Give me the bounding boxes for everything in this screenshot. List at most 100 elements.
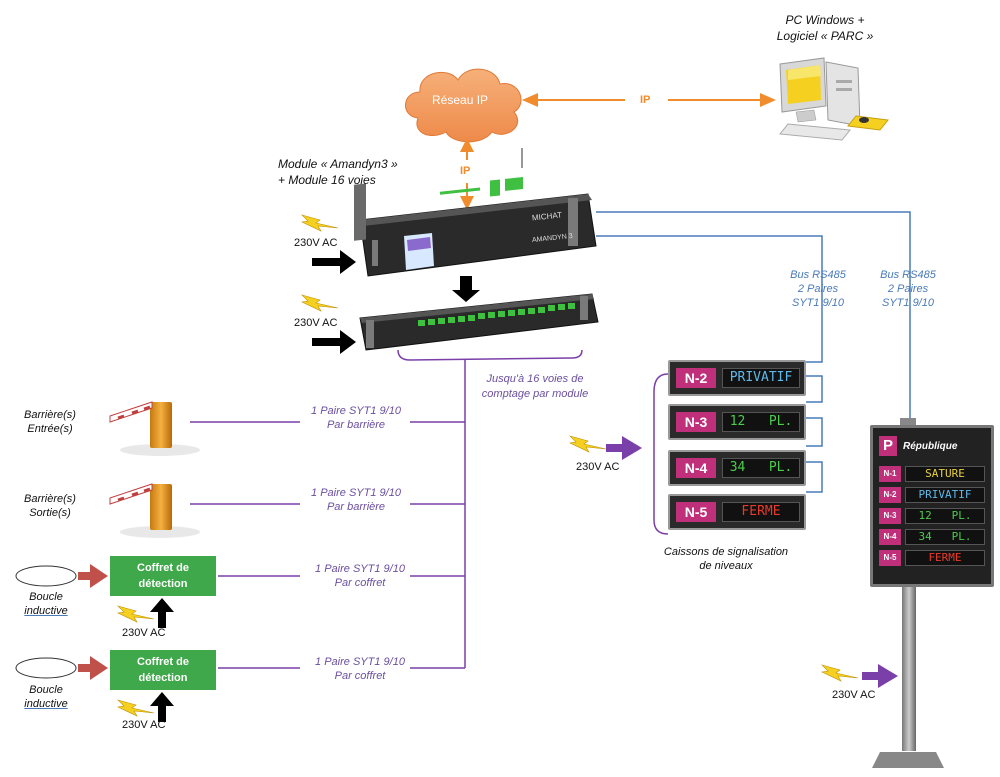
bus-left-line1: Bus RS485 [790,269,846,281]
barrier-exit-cable-line2: Par barrière [326,501,386,513]
totem-row-tag: N-5 [879,550,901,566]
level-sign-display: FERME [722,502,800,522]
totem-row-display: SATURE [905,466,985,482]
totem-base [872,752,944,768]
level-sign: N-4 34 PL. [668,450,806,486]
pc-caption-line1: PC Windows + [785,13,865,27]
totem-row-display: FERME [905,550,985,566]
detection-cable-1-line2: Par coffret [334,577,386,589]
red-arrows [78,564,108,680]
bus-left-line3: SYT1 9/10 [792,297,844,309]
ip-label-horizontal: IP [640,94,651,106]
cloud-icon [405,68,522,143]
levels-caption: Caissons de signalisation de niveaux [646,545,806,573]
power-label-levels: 230V AC [576,461,620,473]
totem-row-display: PRIVATIF [905,487,985,503]
barrier-entry-line1: Barrière(s) [24,409,76,421]
loop-caption-1-line2: inductive [24,605,68,617]
pc-caption: PC Windows + Logiciel « PARC » [760,12,890,44]
loop-icon-1 [15,565,77,587]
barrier-exit-icon [109,483,200,538]
loop-icon-2 [15,657,77,679]
detection-box-1: Coffret de détection [110,556,216,596]
bus-right-caption: Bus RS485 2 Paires SYT1 9/10 [868,268,948,310]
module-caption: Module « Amandyn3 » + Module 16 voies [278,156,398,188]
totem-row-tag: N-2 [879,487,901,503]
power-label-rack1: 230V AC [294,237,338,249]
totem-row-tag: N-3 [879,508,901,524]
totem-top-post [900,418,916,428]
level-sign-tag: N-3 [676,412,716,432]
levels-caption-line1: Caissons de signalisation [663,546,789,558]
module-caption-line1: Module « Amandyn3 » [278,157,398,171]
barrier-entry-cable: 1 Paire SYT1 9/10 Par barrière [296,404,416,432]
loop-caption-1-line1: Boucle [29,591,63,603]
sixteen-channel-rack [359,293,599,351]
barrier-entry-icon [109,401,200,456]
level-sign: N-5 FERME [668,494,806,530]
detection-cable-2: 1 Paire SYT1 9/10 Par coffret [300,655,420,683]
black-arrows [150,250,480,722]
totem-pole [902,586,916,751]
loop-caption-2-line1: Boucle [29,684,63,696]
pc-caption-line2: Logiciel « PARC » [776,29,874,43]
level-sign: N-2 PRIVATIF [668,360,806,396]
barrier-entry-cable-line2: Par barrière [326,419,386,431]
barrier-exit-line1: Barrière(s) [24,493,76,505]
totem-parking-icon: P [879,436,897,456]
ip-label-vertical: IP [460,165,471,177]
levels-bracket [653,373,669,535]
level-sign-tag: N-5 [676,502,716,522]
level-sign-display: 34 PL. [722,458,800,478]
channels-line2: comptage par module [481,388,589,400]
power-label-box1: 230V AC [122,627,166,639]
totem-row-tag: N-1 [879,466,901,482]
level-sign-display: 12 PL. [722,412,800,432]
channels-line1: Jusqu'à 16 voies de [486,373,584,385]
totem-row-display: 34 PL. [905,529,985,545]
blue-bus-lines [596,211,911,493]
pc-computer-icon [779,57,889,141]
amandyn-rack [354,177,597,277]
bus-right-line2: 2 Paires [887,283,929,295]
level-sign-tag: N-2 [676,368,716,388]
detection-box-2-line2: détection [138,672,188,684]
detection-cable-1-line1: 1 Paire SYT1 9/10 [315,563,405,575]
barrier-exit-line2: Sortie(s) [29,507,71,519]
channels-caption: Jusqu'à 16 voies de comptage par module [470,372,600,402]
barrier-exit-cable-line1: 1 Paire SYT1 9/10 [311,487,401,499]
purple-links [190,421,465,669]
ip-link-horizontal [522,93,776,107]
levels-caption-line2: de niveaux [699,560,753,572]
barrier-entry-caption: Barrière(s) Entrée(s) [10,408,90,436]
barrier-exit-caption: Barrière(s) Sortie(s) [10,492,90,520]
bus-right-line3: SYT1 9/10 [882,297,934,309]
cloud-label: Réseau IP [432,93,489,107]
barrier-exit-cable: 1 Paire SYT1 9/10 Par barrière [296,486,416,514]
power-label-rack2: 230V AC [294,317,338,329]
loop-caption-2: Boucle inductive [14,683,78,711]
barrier-entry-cable-line1: 1 Paire SYT1 9/10 [311,405,401,417]
detection-box-1-line2: détection [138,578,188,590]
detection-cable-2-line1: 1 Paire SYT1 9/10 [315,656,405,668]
level-sign-tag: N-4 [676,458,716,478]
loop-caption-2-line2: inductive [24,698,68,710]
power-label-box2: 230V AC [122,719,166,731]
detection-box-2-line1: Coffret de [137,656,189,668]
detection-cable-2-line2: Par coffret [334,670,386,682]
level-sign-display: PRIVATIF [722,368,800,388]
level-sign: N-3 12 PL. [668,404,806,440]
loop-caption-1: Boucle inductive [14,590,78,618]
power-label-totem: 230V AC [832,689,876,701]
totem-title: République [903,441,958,452]
module-caption-line2: + Module 16 voies [278,173,376,187]
lightning-icons [116,214,859,717]
detection-box-1-line1: Coffret de [137,562,189,574]
barrier-entry-line2: Entrée(s) [27,423,73,435]
bus-left-caption: Bus RS485 2 Paires SYT1 9/10 [778,268,858,310]
totem-row-tag: N-4 [879,529,901,545]
bus-right-line1: Bus RS485 [880,269,936,281]
